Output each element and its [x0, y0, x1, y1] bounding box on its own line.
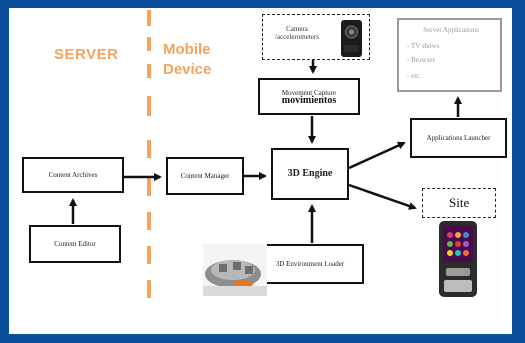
arrow-engine-to-launcher	[348, 141, 406, 170]
3d-environment-render	[203, 244, 267, 296]
mobile-phone-image	[439, 221, 477, 297]
camera-box: Camera /accelerometers	[262, 14, 370, 60]
server-app-item-browser: - Browser	[407, 56, 435, 64]
applications-launcher-box: Applications Launcher	[410, 118, 507, 158]
server-app-item-etc: - etc.	[407, 72, 421, 80]
content-editor-box: Content Editor	[29, 225, 121, 263]
3d-engine-label: 3D Engine	[287, 168, 333, 179]
movement-capture-sub: movimientos	[281, 94, 337, 106]
divider-dash	[147, 246, 151, 264]
camera-phone-image	[341, 20, 362, 57]
divider-dash	[147, 280, 151, 298]
movement-capture-box: Movement Capture movimientos	[258, 78, 360, 115]
mobile-device-label: Mobile Device	[163, 40, 211, 80]
divider-dash	[147, 178, 151, 196]
3d-environment-loader-label: 3D Environment Loader	[275, 260, 345, 268]
content-archives-box: Content Archives	[22, 157, 124, 193]
server-app-item-tv: - TV shows	[407, 42, 440, 50]
arrow-engine-to-site	[348, 183, 417, 210]
applications-launcher-label: Applications Launcher	[426, 134, 491, 142]
content-editor-label: Content Editor	[54, 240, 96, 248]
divider-dash	[147, 10, 151, 26]
divider-dash	[147, 37, 151, 51]
3d-engine-box: 3D Engine	[271, 148, 349, 200]
server-applications-box: Server Applications - TV shows - Browser…	[397, 18, 502, 92]
movement-capture-title: Movement Capture	[281, 88, 337, 97]
divider-dash	[147, 96, 151, 116]
site-label: Site	[449, 195, 470, 210]
divider-dash	[147, 140, 151, 158]
server-applications-title: Server Applications	[423, 26, 479, 34]
server-label: SERVER	[54, 46, 119, 63]
divider-dash	[147, 64, 151, 78]
mobile-label-line1: Mobile	[163, 41, 211, 58]
mobile-label-line2: Device	[163, 61, 212, 78]
content-manager-label: Content Manager	[180, 172, 230, 180]
3d-environment-loader-box: 3D Environment Loader	[256, 244, 364, 284]
content-manager-box: Content Manager	[166, 157, 244, 195]
divider-dash	[147, 212, 151, 230]
content-archives-label: Content Archives	[48, 171, 98, 179]
site-box: Site	[422, 188, 496, 218]
camera-label: Camera /accelerometers	[275, 25, 319, 41]
